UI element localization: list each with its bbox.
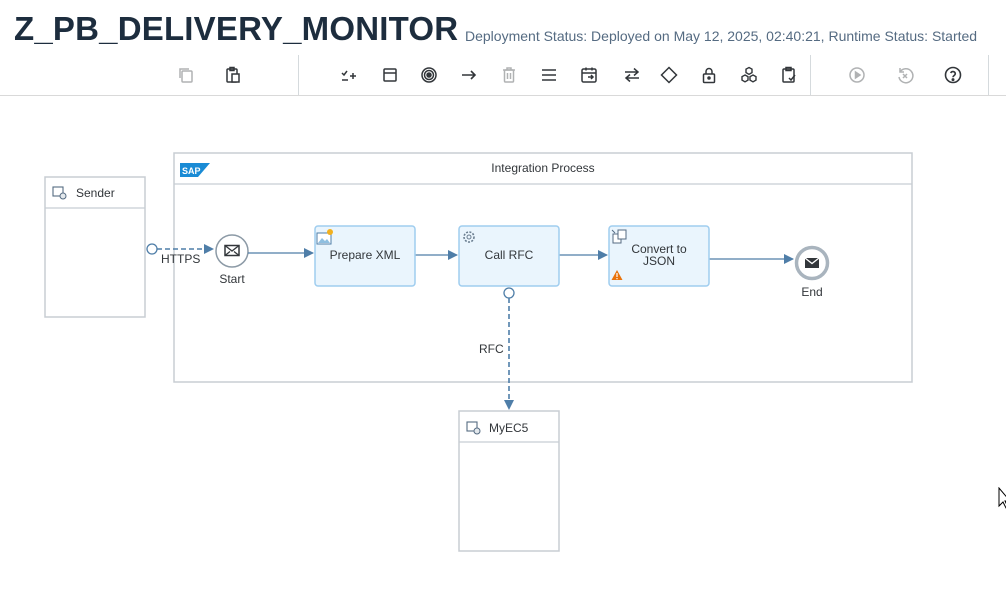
add-security-button[interactable] (697, 63, 721, 87)
toolbar-separator (298, 55, 299, 95)
play-icon (849, 67, 865, 83)
start-label: Start (219, 272, 245, 286)
gear-icon (463, 231, 475, 243)
connect-button[interactable] (457, 63, 481, 87)
start-event[interactable]: Start (215, 234, 249, 286)
add-routing-button[interactable] (620, 63, 644, 87)
call-rfc-label: Call RFC (485, 248, 534, 262)
help-button[interactable] (941, 63, 965, 87)
add-call-button[interactable] (577, 63, 601, 87)
end-event[interactable]: End (794, 245, 830, 300)
undo-button[interactable] (893, 63, 917, 87)
sender-label: Sender (76, 186, 115, 200)
convert-json-label-line2: JSON (643, 254, 675, 268)
convert-json-step[interactable]: Convert to JSON (608, 225, 710, 287)
message-icon (804, 257, 820, 268)
copy-button[interactable] (174, 63, 198, 87)
add-participant-button[interactable] (337, 63, 361, 87)
participant-icon (466, 421, 481, 435)
receiver-participant[interactable]: MyEC5 (458, 410, 560, 552)
paste-icon (226, 66, 240, 83)
menu-button[interactable] (537, 63, 561, 87)
add-event-button[interactable] (417, 63, 441, 87)
rfc-label: RFC (479, 342, 504, 356)
prepare-xml-step[interactable]: Prepare XML (314, 225, 416, 287)
validator-icon (782, 66, 796, 83)
add-persistence-button[interactable] (737, 63, 761, 87)
connect-icon (462, 70, 477, 80)
add-process-button[interactable] (378, 63, 402, 87)
participant-add-icon (341, 70, 356, 81)
run-button[interactable] (845, 63, 869, 87)
undo-icon (898, 68, 914, 84)
event-icon (421, 67, 437, 83)
sap-logo-text: SAP (182, 166, 201, 176)
persistence-icon (741, 66, 757, 83)
copy-icon (179, 68, 193, 83)
add-gateway-button[interactable] (657, 63, 681, 87)
convert-json-label-line1: Convert to (631, 242, 687, 256)
call-rfc-step[interactable]: Call RFC (458, 225, 560, 287)
https-connection[interactable]: HTTPS (146, 243, 214, 266)
warning-icon (611, 270, 623, 280)
message-icon (224, 244, 240, 257)
call-icon (581, 67, 597, 83)
sap-logo: SAP (180, 163, 210, 177)
process-canvas[interactable]: SAP Integration Process Sender MyEC5 HTT… (0, 96, 1006, 586)
end-label: End (801, 285, 822, 299)
participant-icon (52, 186, 67, 200)
toolbar-separator (810, 55, 811, 95)
converter-icon (611, 229, 627, 244)
pool-title: Integration Process (491, 161, 594, 175)
help-icon (944, 66, 962, 84)
list-icon (542, 69, 556, 81)
paste-button[interactable] (221, 63, 245, 87)
gateway-icon (660, 66, 678, 84)
toolbar (0, 55, 1006, 96)
delete-icon (503, 67, 515, 83)
content-modifier-icon (316, 229, 333, 245)
deployment-status: Deployment Status: Deployed on May 12, 2… (465, 28, 978, 44)
receiver-label: MyEC5 (489, 421, 529, 435)
delete-button[interactable] (497, 63, 521, 87)
rfc-connection[interactable]: RFC (479, 287, 515, 410)
process-diagram: SAP Integration Process Sender MyEC5 HTT… (44, 152, 913, 552)
toolbar-separator (988, 55, 989, 95)
security-icon (702, 67, 716, 84)
routing-icon (624, 67, 640, 83)
prepare-xml-label: Prepare XML (330, 248, 401, 262)
process-icon (383, 68, 397, 82)
https-label: HTTPS (161, 252, 200, 266)
sender-participant[interactable]: Sender (44, 176, 146, 318)
mouse-cursor-icon (998, 487, 1006, 509)
add-validator-button[interactable] (777, 63, 801, 87)
page-title: Z_PB_DELIVERY_MONITOR (14, 10, 459, 47)
